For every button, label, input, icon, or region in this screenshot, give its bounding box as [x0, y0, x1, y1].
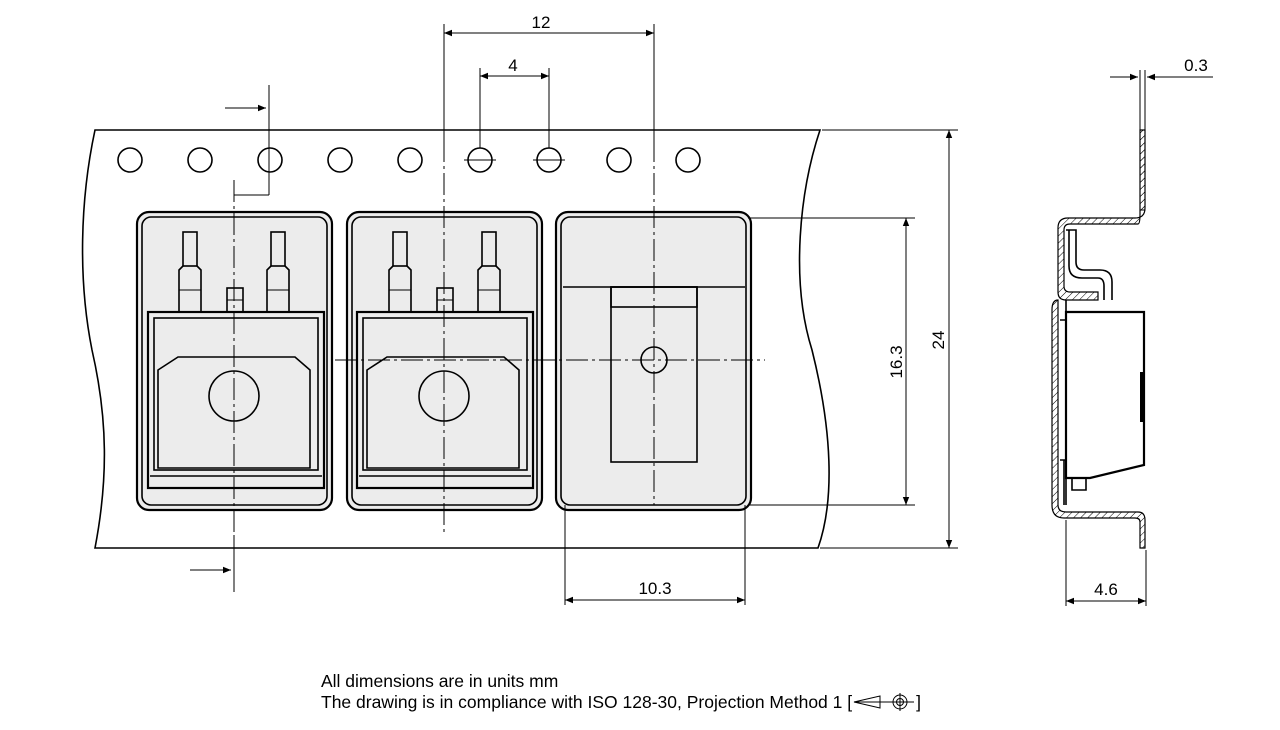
- dim-0-3-label: 0.3: [1184, 56, 1208, 75]
- centre-lines: [233, 140, 765, 535]
- dim-12-label: 12: [532, 13, 551, 32]
- compliance-note: The drawing is in compliance with ISO 12…: [321, 692, 921, 713]
- drawing-notes: All dimensions are in units mm The drawi…: [321, 671, 921, 713]
- dim-16-3-label: 16.3: [887, 345, 906, 378]
- dimension-0-3: 0.3: [1110, 56, 1213, 130]
- dimension-10-3: 10.3: [564, 505, 746, 605]
- units-note: All dimensions are in units mm: [321, 671, 559, 691]
- compliance-end: ]: [916, 692, 921, 712]
- dimension-24: 24: [820, 129, 958, 549]
- compliance-text: The drawing is in compliance with ISO 12…: [321, 692, 853, 712]
- dim-4-label: 4: [508, 56, 517, 75]
- dim-4-6-label: 4.6: [1094, 580, 1118, 599]
- dim-24-label: 24: [929, 331, 948, 350]
- side-section-view: [1051, 129, 1146, 549]
- section-indicator: [190, 85, 270, 592]
- dimension-4-6: 4.6: [1065, 520, 1147, 606]
- dimension-16-3: 16.3: [748, 217, 915, 506]
- projection-method-icon: [853, 693, 915, 711]
- dimension-12: 12: [443, 13, 655, 140]
- dim-10-3-label: 10.3: [638, 579, 671, 598]
- dimension-4: 4: [479, 56, 550, 148]
